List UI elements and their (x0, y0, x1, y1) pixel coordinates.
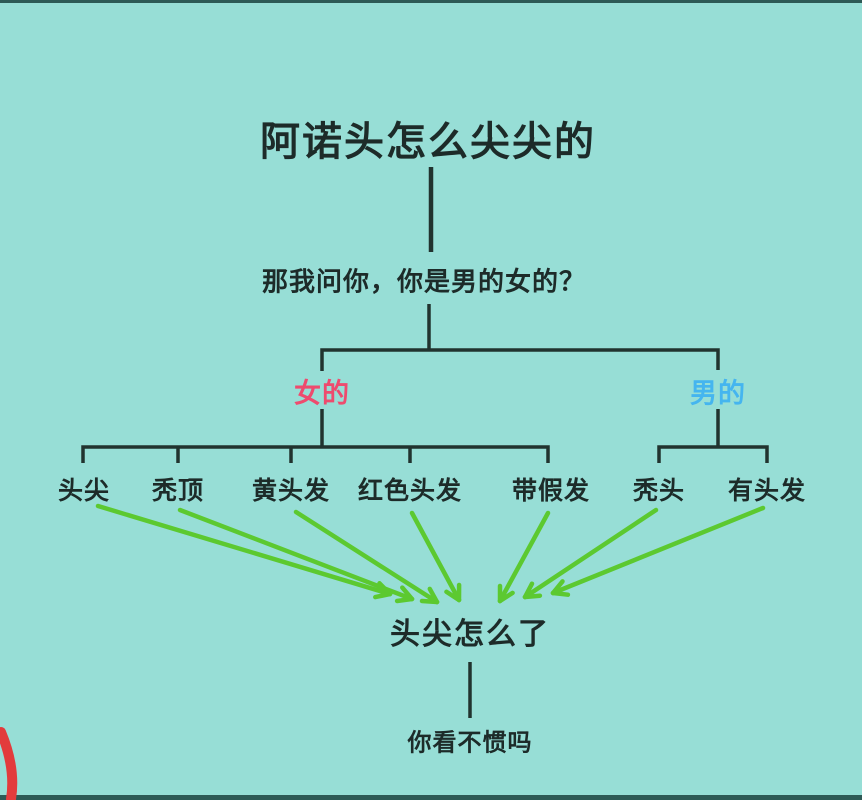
chart-title: 阿诺头怎么尖尖的 (260, 120, 596, 164)
arrowhead (400, 585, 415, 602)
bottom-edge-strip (0, 795, 862, 800)
branch-male: 男的 (690, 378, 746, 409)
convergence-node: 头尖怎么了 (390, 618, 550, 651)
leaf-female-toujian: 头尖 (57, 477, 111, 505)
convergence-arrows (95, 503, 766, 605)
leaf-female-huangtoufa: 黄头发 (251, 477, 331, 505)
arrowhead (377, 581, 393, 597)
arrowhead (522, 593, 543, 600)
arrow-from-youtoufa (550, 505, 766, 596)
arrow-from-huangtoufa (293, 509, 440, 605)
final-question-node: 你看不惯吗 (407, 729, 533, 757)
corner-red-arc (0, 727, 18, 800)
leaf-female-daijiafa: 带假发 (511, 477, 591, 505)
arrowhead (427, 586, 440, 605)
branch-female: 女的 (294, 378, 350, 409)
top-edge-strip (0, 0, 862, 3)
arrow-from-toujian (95, 503, 393, 597)
tree-connectors (81, 167, 769, 463)
leaf-female-hongsetoufa: 红色头发 (357, 477, 463, 505)
arrow-from-tuding (177, 507, 415, 602)
leaf-male-tutou: 秃头 (632, 477, 686, 505)
arrow-from-tutou (522, 507, 659, 600)
arrowhead (497, 590, 515, 604)
male-children-bar (657, 445, 769, 463)
question-node: 那我问你，你是男的女的？ (261, 266, 587, 297)
female-children-bar (81, 445, 550, 463)
leaf-male-youtoufa: 有头发 (727, 477, 807, 505)
arrow-from-daijiafa (497, 510, 551, 604)
leaf-female-tuding: 秃顶 (151, 477, 205, 505)
arrowhead (550, 590, 571, 597)
arrow-from-hongsetoufa (409, 510, 462, 603)
split-bar-genders (320, 348, 720, 371)
